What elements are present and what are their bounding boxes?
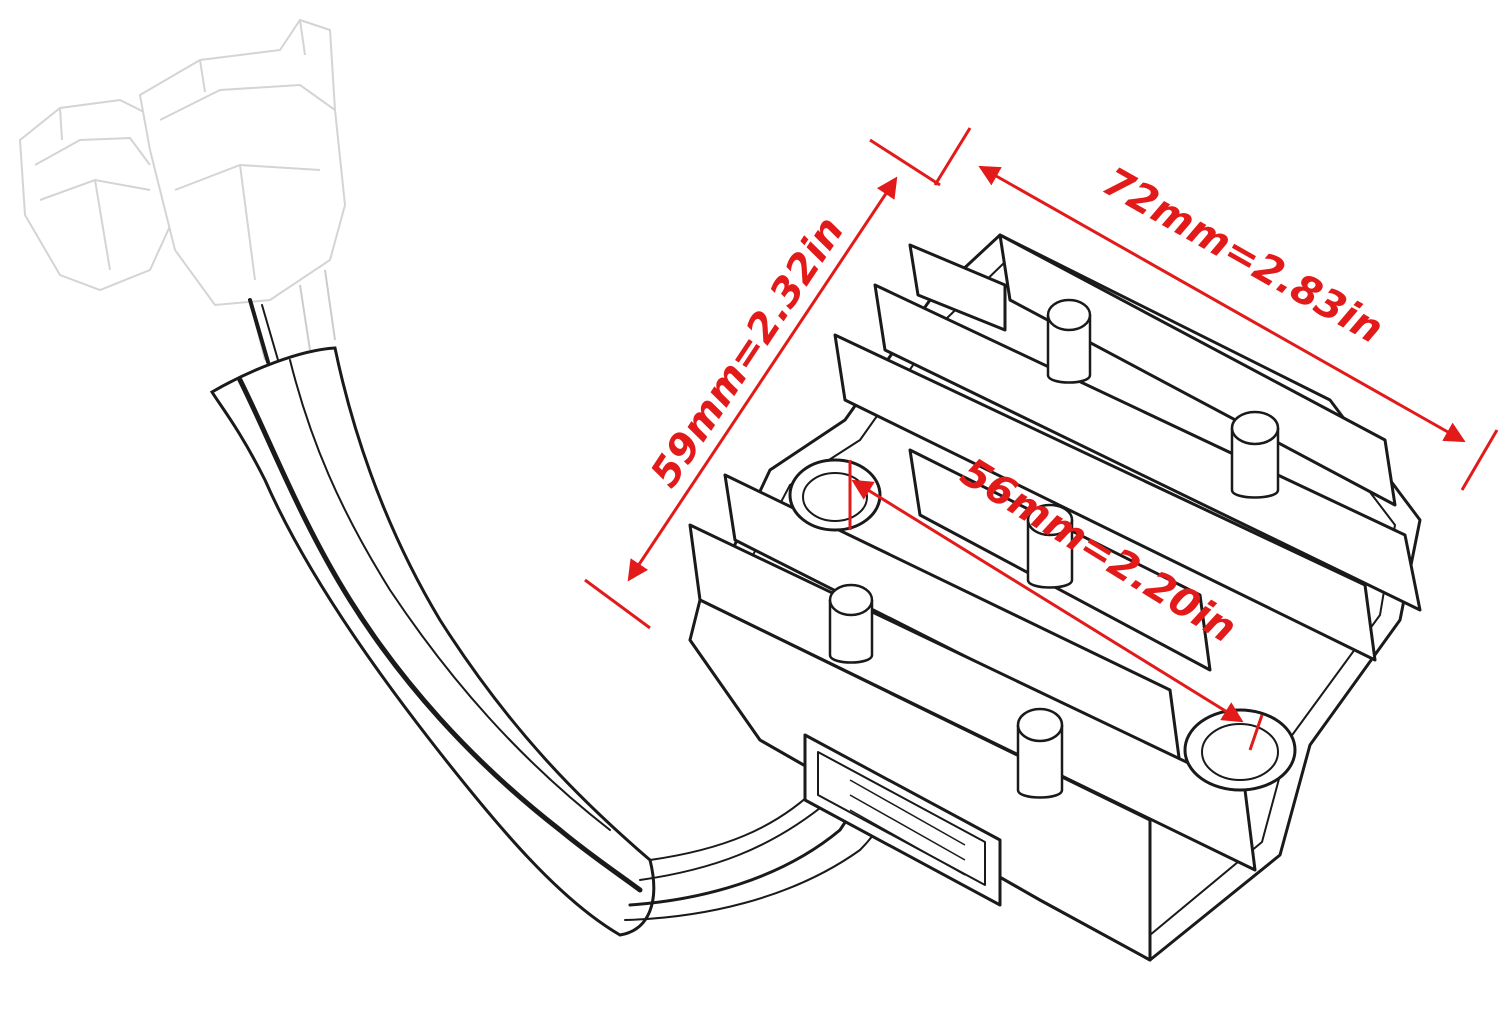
hole-spacing-arrow bbox=[851, 479, 1244, 723]
rivet-pin bbox=[1016, 707, 1064, 799]
height-arrow bbox=[627, 176, 898, 582]
connector-plug-left bbox=[18, 98, 177, 292]
wire-sheath bbox=[209, 346, 656, 937]
connector-plug-right bbox=[138, 18, 347, 307]
mounting-hole-left bbox=[788, 458, 882, 532]
hole-tick-right bbox=[1248, 714, 1264, 751]
height-tick-top bbox=[869, 138, 941, 187]
dimension-callouts bbox=[584, 127, 1499, 751]
height-tick-bottom bbox=[584, 578, 651, 630]
rivet-pin bbox=[828, 583, 874, 664]
dimension-height bbox=[584, 138, 941, 630]
width-tick-right bbox=[1460, 429, 1499, 491]
connector-plugs bbox=[18, 18, 347, 361]
dimension-width bbox=[933, 127, 1499, 491]
rivet-pin bbox=[1046, 298, 1092, 384]
wire-inner-stripe bbox=[237, 377, 643, 893]
dimension-hole-spacing bbox=[848, 460, 1264, 751]
width-arrow bbox=[978, 165, 1466, 443]
mounting-hole-right bbox=[1183, 708, 1297, 792]
cooling-fin-8 bbox=[688, 598, 1152, 962]
wire-terminal-block bbox=[803, 733, 1002, 907]
rivet-pin bbox=[1230, 410, 1280, 499]
width-tick-left bbox=[933, 127, 972, 186]
regulator-body bbox=[688, 233, 1422, 962]
